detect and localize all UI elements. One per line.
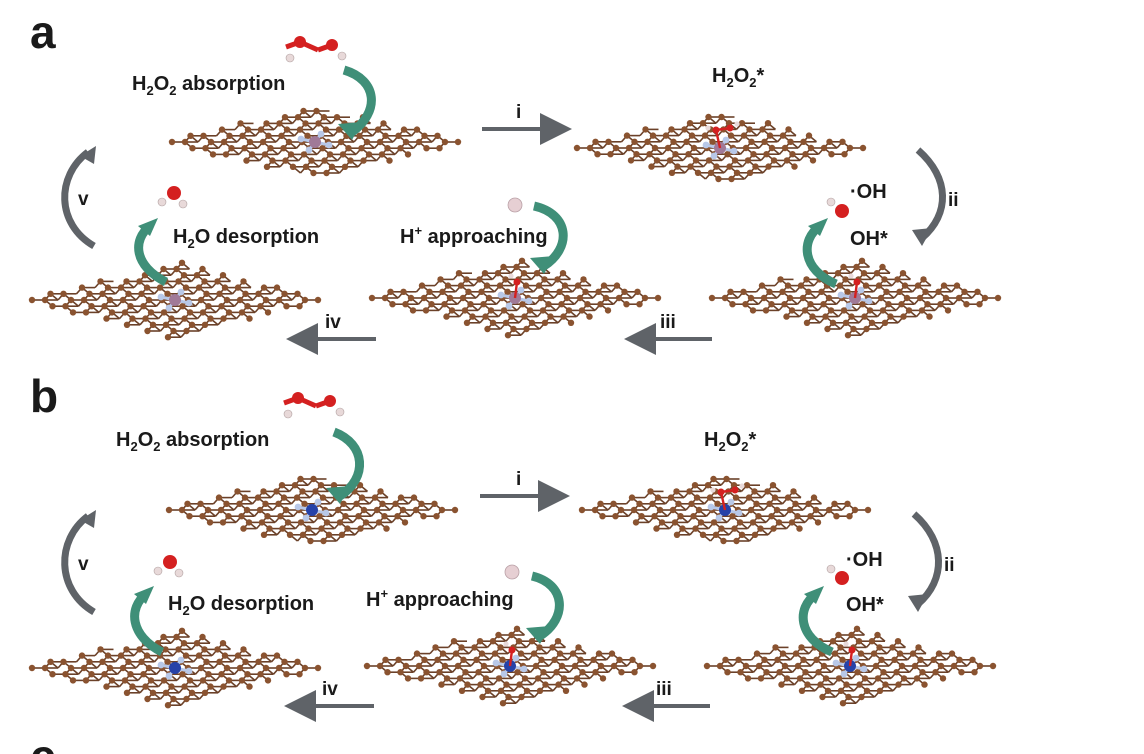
h2o-molecule-a (157, 186, 188, 209)
h2o2-molecule-a (285, 36, 347, 63)
oh-radical-molecule-a (826, 197, 849, 218)
lattice-atoms (578, 475, 872, 545)
panel-b: b (28, 370, 997, 722)
step-label-ii-b: ii (944, 555, 955, 576)
step-label-iv-b: iv (322, 679, 338, 700)
label-oh-star-b: OH* (846, 594, 884, 616)
metal-site (497, 273, 533, 310)
h2o-molecule-b (153, 555, 184, 578)
metal-site (702, 121, 740, 160)
metal-site (157, 288, 193, 312)
panel-letter-a: a (30, 6, 56, 58)
proton-a (507, 197, 523, 213)
step-arrow-ii-b (911, 511, 942, 607)
step-arrow-v-a (61, 149, 96, 250)
sheet-a-absorption (168, 107, 462, 177)
curved-arrow-head-desorption-a (138, 218, 158, 236)
step-arrow-head-v-b (80, 510, 96, 528)
step-label-i-a: i (516, 102, 521, 123)
step-arrow-v-b (61, 513, 96, 616)
sheet-b-absorption (165, 475, 459, 545)
sheet-a-oh-star (708, 257, 1002, 339)
step-label-v-b: v (78, 554, 89, 575)
sheet-a-h2o2-star (573, 113, 867, 183)
step-arrow-head-ii-b (908, 594, 928, 612)
curved-arrow-head-absorption-b (326, 486, 350, 504)
curved-arrow-head-oh-a (808, 218, 828, 236)
label-h2o-desorption-a: H2O desorption (173, 226, 319, 251)
sheet-b-h-approach (363, 625, 657, 707)
lattice-atoms (368, 257, 662, 339)
metal-site (707, 483, 745, 522)
sheet-b-h2o2-star (578, 475, 872, 545)
step-arrow-head-v-a (80, 146, 96, 164)
lattice-atoms (573, 113, 867, 183)
sheet-b-h2o-desorption (28, 627, 322, 709)
panel-letter-c: c (30, 730, 56, 754)
label-oh-radical-b: ·OH (846, 549, 883, 571)
sheet-a-h-approach (368, 257, 662, 339)
step-label-iii-b: iii (656, 679, 672, 700)
label-h2o2-absorption-a: H2O2 absorption (132, 73, 285, 98)
label-h-approaching-b: H+ approaching (366, 586, 514, 611)
curved-arrow-head-proton-a (530, 256, 554, 274)
curved-arrow-head-oh-b (804, 586, 824, 604)
label-oh-star-a: OH* (850, 228, 888, 250)
lattice-atoms (703, 625, 997, 707)
label-h2o-desorption-b: H2O desorption (168, 593, 314, 618)
label-h-approaching-a: H+ approaching (400, 223, 548, 248)
step-label-v-a: v (78, 189, 89, 210)
lattice-atoms (168, 107, 462, 177)
step-label-iii-a: iii (660, 312, 676, 333)
lattice-atoms (28, 259, 322, 341)
step-arrow-ii-a (915, 147, 946, 241)
metal-site (492, 641, 528, 678)
step-label-iv-a: iv (325, 312, 341, 333)
curved-arrow-head-absorption-a (338, 122, 362, 140)
metal-site (157, 656, 193, 680)
step-label-i-b: i (516, 469, 521, 490)
curved-arrow-head-desorption-b (134, 586, 154, 604)
metal-site (294, 498, 330, 522)
sheet-a-h2o-desorption (28, 259, 322, 341)
metal-site (837, 273, 873, 310)
oh-radical-molecule-b (826, 564, 849, 585)
panel-a: a (28, 6, 1002, 355)
curved-arrow-oh-a (802, 222, 838, 289)
proton-b (504, 564, 520, 580)
sheet-b-oh-star (703, 625, 997, 707)
panel-letter-b: b (30, 370, 58, 422)
metal-site (297, 130, 333, 154)
graphene-sheets-a (28, 107, 1002, 341)
label-h2o2-star-a: H2O2* (712, 65, 764, 90)
h2o2-molecule-b (283, 392, 345, 419)
step-label-ii-a: ii (948, 190, 959, 211)
step-arrow-head-ii-a (912, 228, 932, 246)
curved-arrow-oh-b (798, 590, 834, 657)
label-oh-radical-a: ·OH (850, 181, 887, 203)
graphene-sheets-b (28, 475, 997, 709)
lattice-atoms (28, 627, 322, 709)
label-h2o2-star-b: H2O2* (704, 429, 756, 454)
label-h2o2-absorption-b: H2O2 absorption (116, 429, 269, 454)
metal-site (832, 641, 868, 678)
curved-arrow-head-proton-b (526, 626, 550, 644)
